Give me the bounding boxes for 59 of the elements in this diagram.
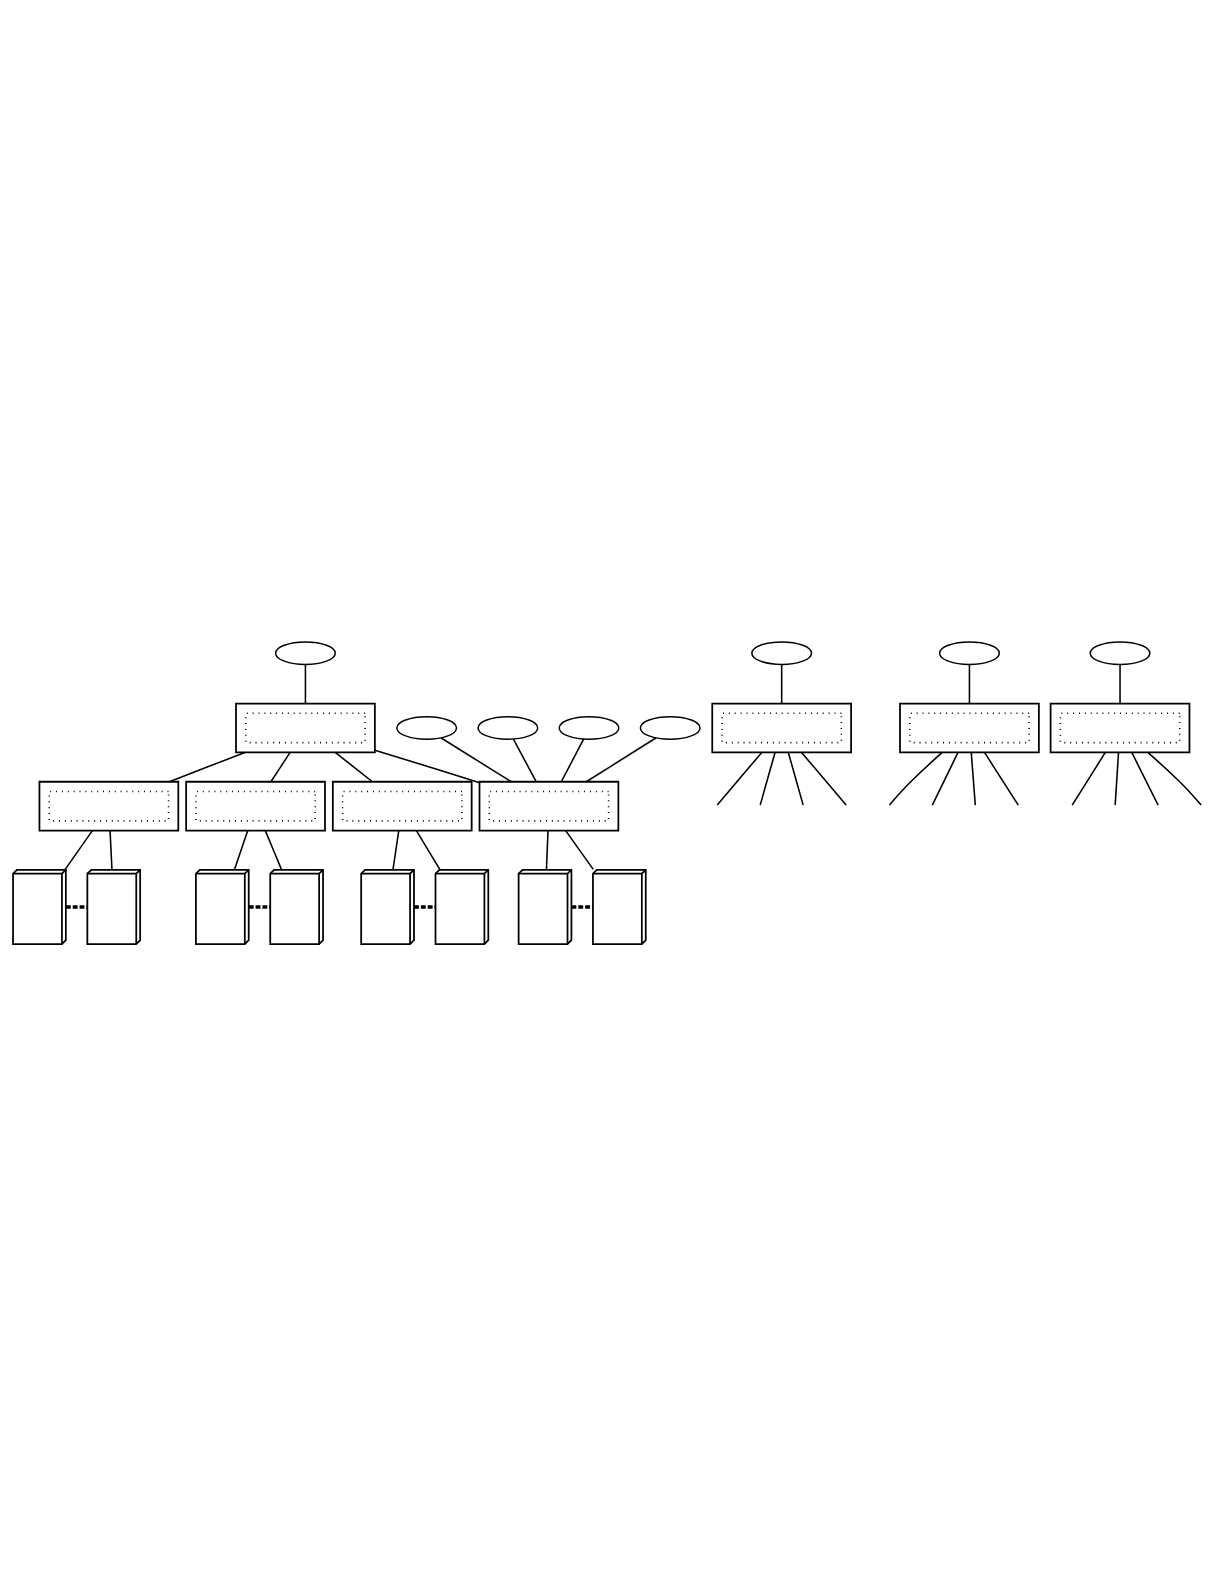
connector xyxy=(564,829,595,870)
connector xyxy=(800,751,847,806)
connector xyxy=(248,904,271,909)
connector xyxy=(560,737,585,783)
connector xyxy=(983,751,1020,806)
node-ellipse xyxy=(477,715,539,740)
node-box xyxy=(48,790,170,822)
connector xyxy=(168,751,246,783)
node-ellipse xyxy=(639,715,701,740)
connector xyxy=(440,736,513,783)
connector xyxy=(414,904,436,909)
connector xyxy=(1114,751,1120,806)
cluster xyxy=(899,702,1040,753)
connector xyxy=(970,751,977,806)
node-box xyxy=(909,712,1030,743)
connector xyxy=(109,829,113,870)
node-box xyxy=(488,790,610,822)
connector xyxy=(65,904,88,909)
connector xyxy=(233,829,249,870)
node-box xyxy=(245,712,366,743)
connector xyxy=(1119,663,1121,704)
node-ellipse xyxy=(751,640,813,665)
connector xyxy=(571,904,593,909)
node-ellipse xyxy=(274,640,336,665)
connector xyxy=(545,829,549,870)
connector xyxy=(1131,751,1159,806)
connector xyxy=(780,663,783,704)
connector xyxy=(415,829,441,870)
connector xyxy=(1071,751,1107,806)
cluster xyxy=(331,780,473,832)
node-box xyxy=(341,790,463,822)
cluster xyxy=(478,780,620,832)
node-ellipse xyxy=(396,715,458,740)
connector xyxy=(968,663,971,704)
connector xyxy=(304,663,307,704)
connector xyxy=(759,751,776,806)
cluster xyxy=(185,780,326,832)
connector xyxy=(888,751,944,806)
node-box xyxy=(1059,712,1181,743)
connector xyxy=(64,829,94,870)
node-ellipse xyxy=(1089,640,1151,665)
connector xyxy=(392,829,400,870)
cluster xyxy=(1049,702,1191,753)
cluster xyxy=(235,702,376,753)
connector xyxy=(585,736,657,783)
connector xyxy=(264,829,283,870)
connector xyxy=(374,748,481,783)
connector xyxy=(1146,751,1202,806)
connector xyxy=(716,751,763,806)
node-ellipse xyxy=(938,640,1000,665)
node-box xyxy=(721,712,843,743)
connector xyxy=(787,751,804,806)
cluster xyxy=(711,702,852,753)
cluster xyxy=(38,780,180,832)
node-ellipse xyxy=(558,715,620,740)
connector xyxy=(512,737,538,783)
node-box xyxy=(195,790,316,822)
connector xyxy=(270,751,291,783)
connector xyxy=(931,751,959,806)
